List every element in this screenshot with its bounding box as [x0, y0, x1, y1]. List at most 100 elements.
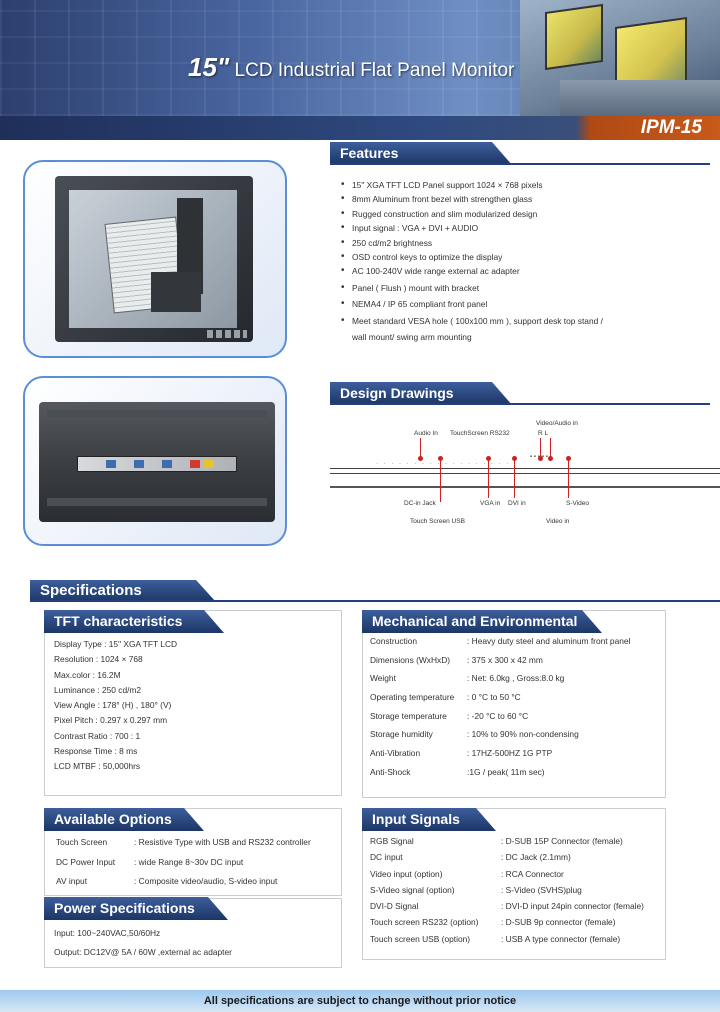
control-room-screen-left [545, 3, 603, 71]
mech-key: Construction [370, 636, 418, 646]
input-value: : D-SUB 9p connector (female) [501, 917, 616, 928]
options-header: Available Options [44, 808, 204, 831]
mech-value: : Net: 6.0kg , Gross:8.0 kg [467, 673, 565, 684]
input-row: Touch screen RS232 (option) : D-SUB 9p co… [370, 917, 644, 933]
drawing-base [330, 486, 720, 488]
tft-lines: Display Type : 15" XGA TFT LCD Resolutio… [54, 637, 177, 775]
power-header: Power Specifications [44, 897, 228, 920]
callout-line [440, 460, 441, 502]
mech-row: Anti-Shock :1G / peak( 11m sec) [370, 767, 630, 786]
model-number: IPM-15 [640, 117, 702, 138]
port [106, 460, 116, 468]
option-row: DC Power Input : wide Range 8~30v DC inpu… [56, 857, 311, 877]
callout-dot [538, 456, 543, 461]
screen-box [151, 272, 201, 312]
callout-dot [548, 456, 553, 461]
port [134, 460, 144, 468]
footer-notice: All specifications are subject to change… [0, 990, 720, 1012]
osd-keys [207, 330, 247, 338]
input-key: Video input (option) [370, 868, 443, 879]
page-title: 15" LCD Industrial Flat Panel Monitor [188, 52, 514, 83]
design-drawings-header: Design Drawings [330, 382, 512, 405]
input-row: DC input : DC Jack (2.1mm) [370, 852, 644, 868]
drawing-body [330, 468, 720, 474]
input-key: RGB Signal [370, 836, 414, 846]
option-key: DC Power Input [56, 856, 116, 867]
title-size: 15" [188, 52, 230, 82]
input-value: : DC Jack (2.1mm) [501, 852, 571, 863]
mech-row: Anti-Vibration : 17HZ-500HZ 1G PTP [370, 748, 630, 767]
specifications-underline [30, 600, 720, 602]
feature-item: NEMA4 / IP 65 compliant front panel [340, 297, 700, 312]
mech-value: : 375 x 300 x 42 mm [467, 654, 543, 665]
rear-ridge [47, 498, 267, 506]
input-key: Touch screen RS232 (option) [370, 917, 479, 928]
callout-dot [566, 456, 571, 461]
feature-item: 8mm Aluminum front bezel with strengthen… [340, 192, 700, 207]
mech-value: :1G / peak( 11m sec) [467, 766, 545, 777]
monitor-front-photo [23, 160, 287, 358]
tft-line: Contrast Ratio : 700 : 1 [54, 730, 141, 741]
rear-port-panel [77, 456, 237, 472]
option-value: : Resistive Type with USB and RS232 cont… [134, 837, 311, 847]
label-video-in: Video in [546, 518, 570, 525]
input-table: RGB Signal: D-SUB 15P Connector (female)… [370, 836, 644, 950]
mech-key: Anti-Shock [370, 766, 411, 777]
port [190, 460, 200, 468]
monitor-front-bezel [55, 176, 253, 342]
option-key: AV input [56, 876, 88, 886]
input-key: DC input [370, 852, 403, 863]
monitor-rear-photo [23, 376, 287, 546]
callout-dot [438, 456, 443, 461]
mech-row: Storage humidity: 10% to 90% non-condens… [370, 729, 630, 748]
title-text: LCD Industrial Flat Panel Monitor [234, 60, 515, 81]
callout-dot [486, 456, 491, 461]
callout-dot [512, 456, 517, 461]
specifications-header: Specifications [30, 580, 216, 602]
port [204, 460, 214, 468]
tft-header: TFT characteristics [44, 610, 224, 633]
input-key: DVI-D Signal [370, 901, 419, 912]
power-line: Input: 100~240VAC,50/60Hz [54, 928, 161, 938]
drawing-ticks: · · · · · · · · · · · · · · · · · · [376, 461, 511, 467]
rear-ridge [47, 410, 267, 418]
header-banner: 15" LCD Industrial Flat Panel Monitor IP… [0, 0, 720, 140]
power-lines: Input: 100~240VAC,50/60Hz Output: DC12V@… [54, 924, 232, 961]
option-row: AV input: Composite video/audio, S-video… [56, 876, 311, 896]
label-video-audio-in: Video/Audio in [536, 420, 578, 427]
mech-row: Storage temperature: -20 °C to 60 °C [370, 711, 630, 730]
mech-key: Dimensions (WxHxD) [370, 654, 451, 665]
mech-key: Anti-Vibration [370, 748, 421, 759]
input-key: S-Video signal (option) [370, 884, 455, 895]
design-drawings-underline [330, 403, 710, 405]
callout-line [540, 438, 541, 456]
mech-row: Construction : Heavy duty steel and alumi… [370, 636, 630, 655]
callout-line [488, 460, 489, 498]
features-list: 15" XGA TFT LCD Panel support 1024 × 768… [340, 178, 700, 344]
tft-line: Luminance : 250 cd/m2 [54, 684, 142, 695]
mech-row: Dimensions (WxHxD) : 375 x 300 x 42 mm [370, 655, 630, 674]
feature-item: Input signal : VGA + DVI + AUDIO [340, 221, 700, 236]
option-row: Touch Screen: Resistive Type with USB an… [56, 837, 311, 857]
mech-value: : 0 °C to 50 °C [467, 692, 521, 703]
mech-value: : 17HZ-500HZ 1G PTP [467, 748, 553, 759]
callout-line [420, 438, 421, 456]
label-rl: R L [538, 430, 549, 437]
feature-item-continuation: wall mount/ swing arm mounting [352, 332, 472, 343]
input-row: DVI-D Signal: DVI-D input 24pin connecto… [370, 901, 644, 917]
mech-value: : Heavy duty steel and aluminum front pa… [467, 636, 631, 646]
callout-line [514, 460, 515, 498]
options-table: Touch Screen: Resistive Type with USB an… [56, 837, 311, 896]
mech-key: Storage humidity [370, 729, 433, 740]
input-row: RGB Signal: D-SUB 15P Connector (female) [370, 836, 644, 852]
mech-key: Weight [370, 673, 396, 684]
tft-line: View Angle : 178° (H) , 180° (V) [54, 700, 172, 711]
label-touch-usb: Touch Screen USB [410, 518, 465, 525]
label-dvi-in: DVI in [508, 500, 526, 507]
feature-item: 250 cd/m2 brightness [340, 236, 700, 251]
monitor-screen [69, 190, 237, 328]
tft-line: Resolution : 1024 × 768 [54, 654, 143, 665]
mech-key: Operating temperature [370, 692, 455, 703]
mech-table: Construction : Heavy duty steel and alumi… [370, 636, 630, 786]
option-value: : wide Range 8~30v DC input [134, 856, 244, 867]
